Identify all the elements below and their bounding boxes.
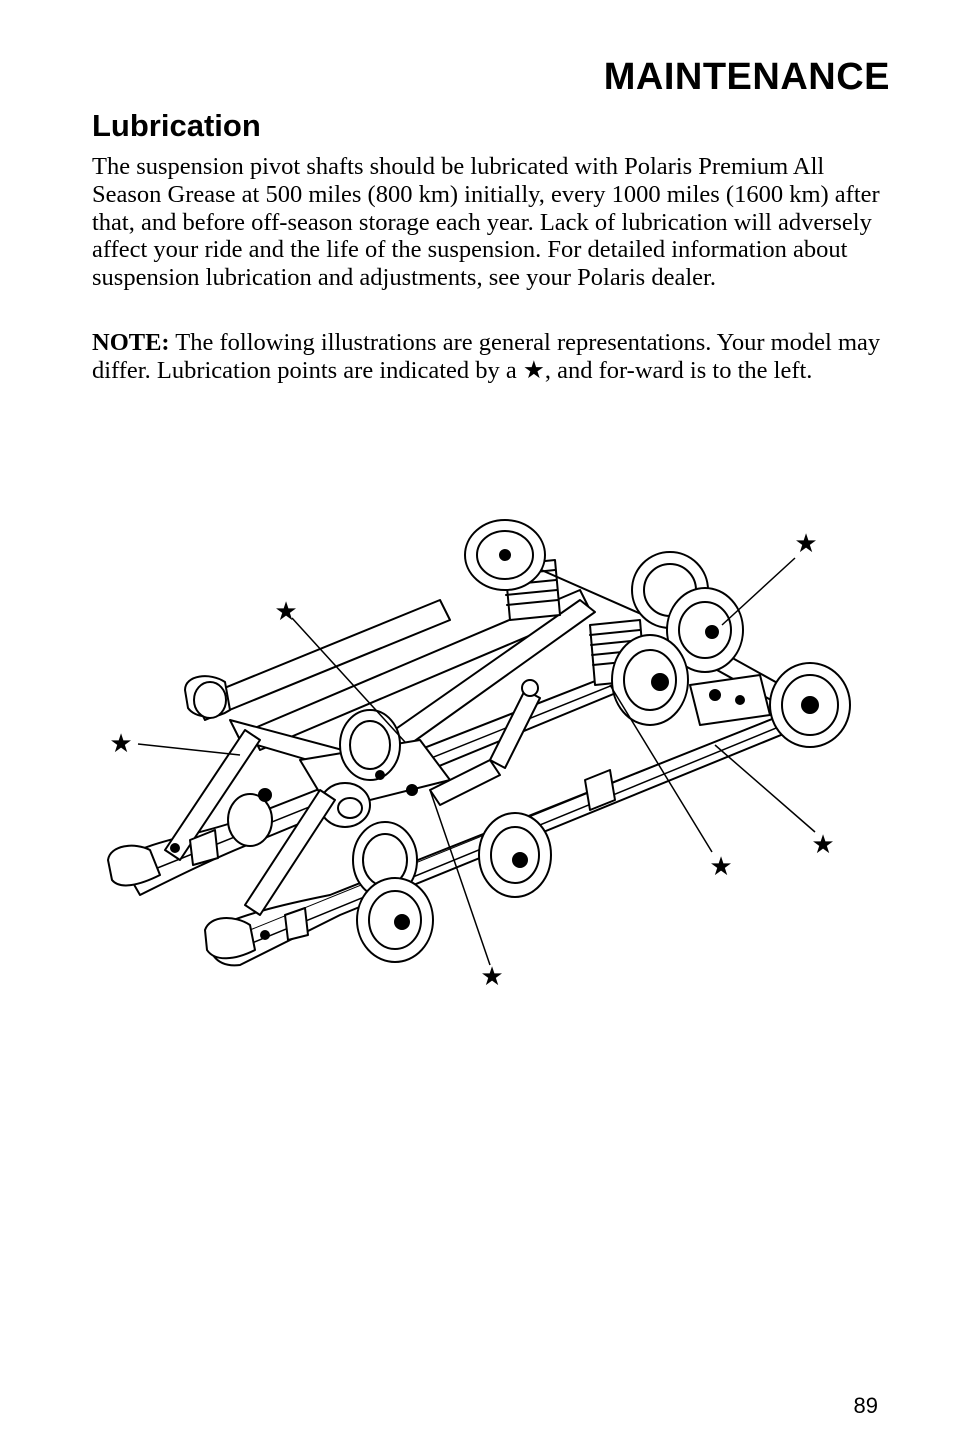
idler-wheel-mid-left [339, 709, 401, 781]
leader-line-1 [291, 617, 406, 743]
rail-tip-rear [107, 844, 161, 887]
star-icon: ★ [709, 852, 732, 882]
suspension-illustration: ★ ★ ★ ★ ★ ★ [100, 510, 860, 992]
star-icon: ★ [811, 830, 834, 860]
note-paragraph: NOTE: The following illustrations are ge… [92, 329, 892, 385]
page-number: 89 [853, 1393, 878, 1418]
star-icon: ★ [480, 962, 503, 990]
rail-bracket-rear [284, 907, 309, 941]
leader-line-4 [609, 684, 713, 853]
idler-wheel-front-small [227, 788, 273, 847]
front-lower-arm-right [244, 789, 336, 916]
note-label: NOTE: [92, 329, 170, 356]
idler-wheel-front-right [356, 877, 434, 963]
star-icon: ★ [794, 529, 817, 559]
leader-line-5 [714, 744, 816, 833]
leader-line-2 [137, 743, 241, 756]
idler-wheel-rear-far [769, 662, 851, 748]
lubrication-paragraph: The suspension pivot shafts should be lu… [92, 153, 880, 292]
rail-tip-front [204, 917, 256, 960]
leader-line-3 [721, 557, 796, 626]
idler-wheel-center [611, 634, 689, 726]
idler-wheel-center-front [478, 812, 552, 898]
shock-absorber [429, 679, 541, 806]
idler-wheel-rear-top-left [464, 519, 546, 591]
idler-wheel-rear-mid [666, 587, 744, 673]
front-lower-arm-left [164, 729, 261, 861]
star-icon: ★ [109, 729, 132, 759]
leader-lines [137, 557, 816, 966]
rail-bracket-front [189, 829, 219, 866]
star-icon: ★ [274, 597, 297, 627]
rail-bracket-center [584, 769, 616, 811]
page-heading: Lubrication [92, 108, 261, 143]
note-text: The following illustrations are general … [92, 329, 881, 384]
front-pivot [184, 675, 231, 719]
section-title: MAINTENANCE [603, 56, 890, 98]
rear-bracket [689, 674, 771, 726]
leader-line-6 [429, 789, 491, 966]
